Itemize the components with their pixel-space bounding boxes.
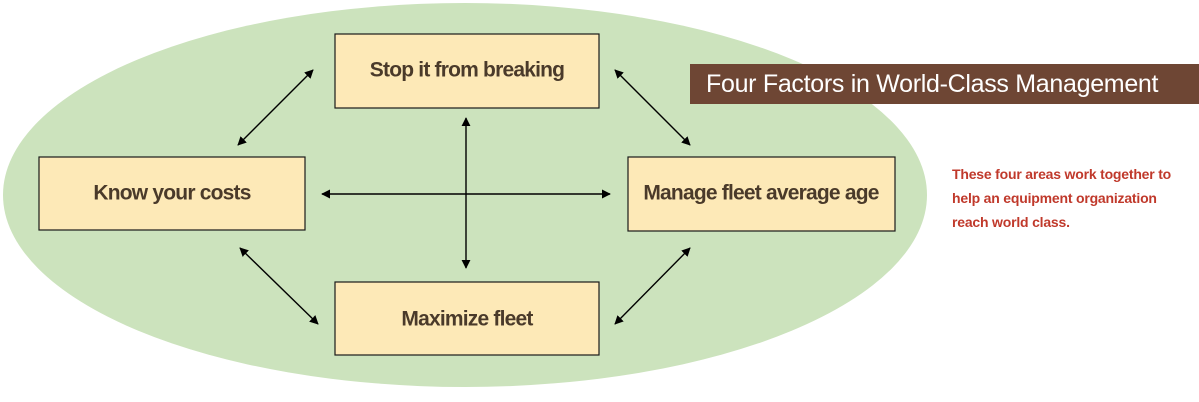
node-stop-it-from-breaking: Stop it from breaking	[334, 33, 600, 109]
title-banner: Four Factors in World-Class Management	[690, 64, 1199, 104]
arrow-top-right	[614, 69, 691, 146]
node-left-label: Know your costs	[93, 182, 250, 205]
caption-text: These four areas work together to help a…	[952, 166, 1172, 230]
node-know-your-costs: Know your costs	[38, 156, 306, 231]
arrow-right-bottom	[614, 247, 691, 325]
node-top-label: Stop it from breaking	[370, 59, 564, 82]
arrow-left-bottom	[239, 247, 319, 325]
arrow-top-left	[237, 69, 314, 146]
node-maximize-fleet: Maximize fleet	[334, 281, 600, 356]
node-bottom-label: Maximize fleet	[401, 308, 533, 331]
node-manage-fleet-average-age: Manage fleet average age	[627, 156, 896, 232]
node-right-label: Manage fleet average age	[643, 182, 878, 205]
